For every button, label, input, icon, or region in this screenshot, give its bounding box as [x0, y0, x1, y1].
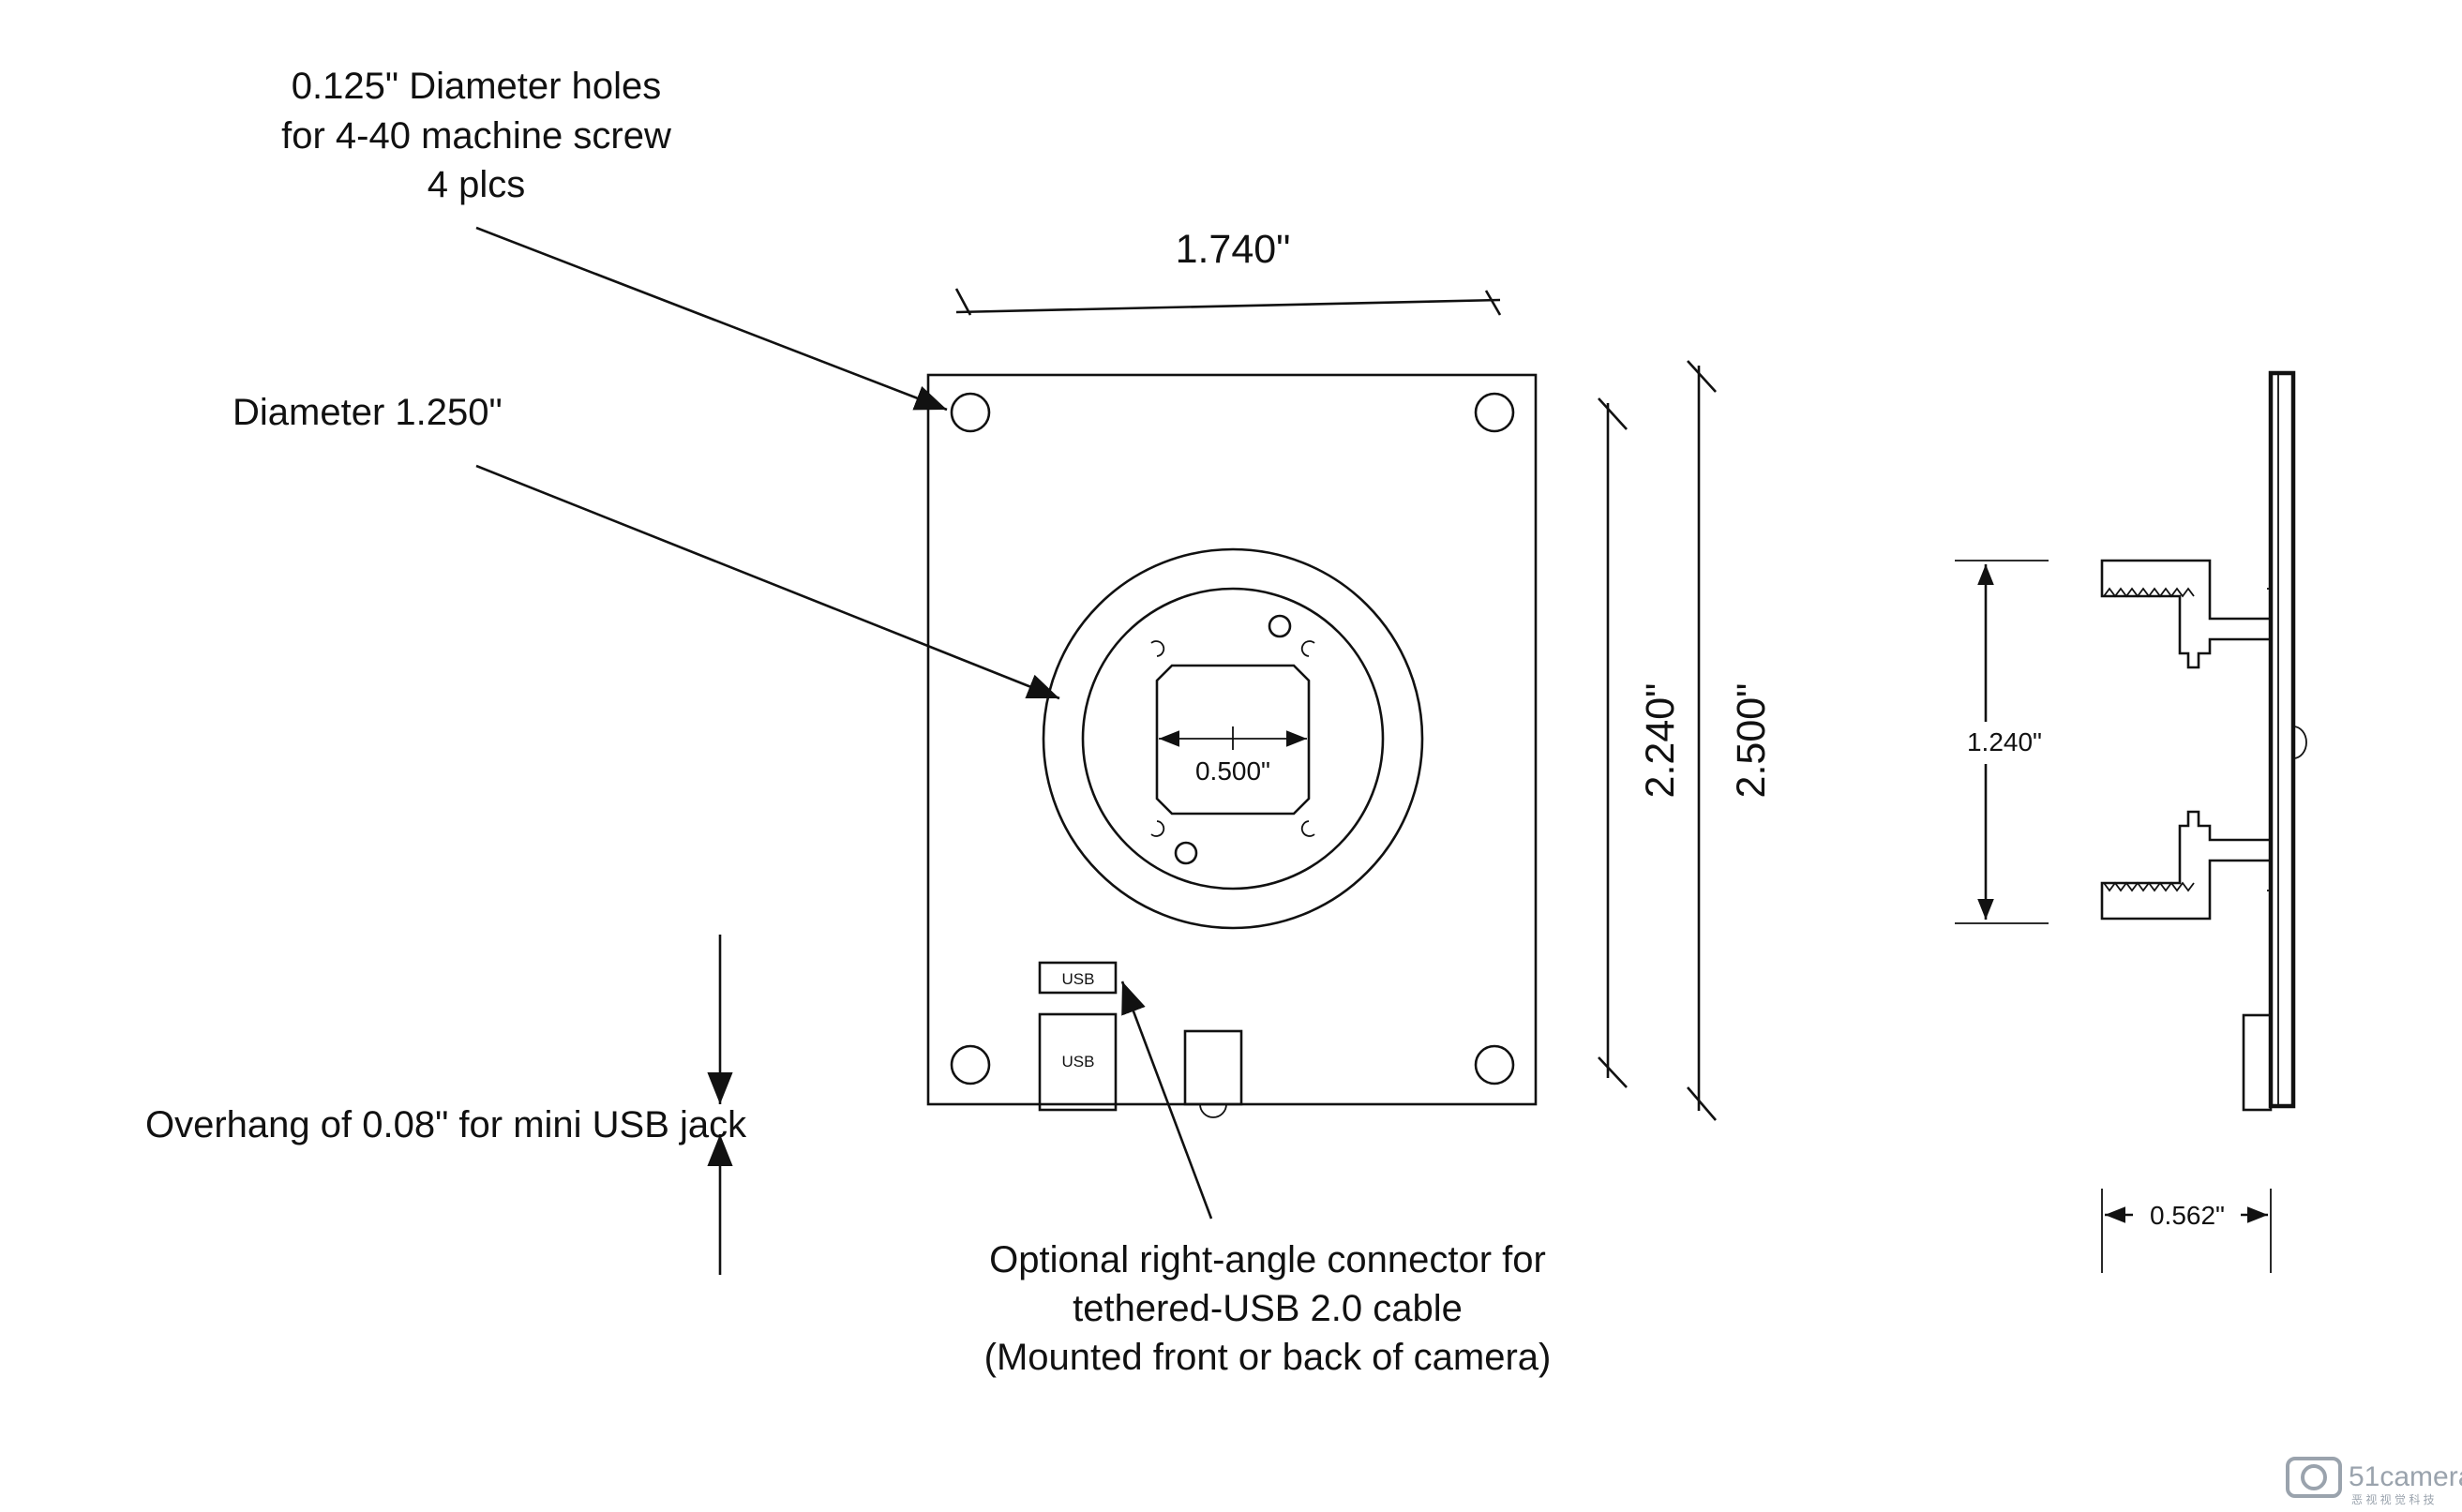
- watermark-brand: 51camera: [2349, 1461, 2462, 1492]
- mounting-hole-top-right: [1474, 392, 1515, 433]
- watermark-sub: 恶 视 视 觉 科 技: [2351, 1492, 2435, 1506]
- right-angle-connector: [1183, 1029, 1243, 1106]
- front-view: 0.500" USB USB: [926, 373, 1538, 1118]
- lens-slot-bottom-left: [1150, 820, 1165, 837]
- connector-note-line3: (Mounted front or back of camera): [984, 1337, 1552, 1378]
- usb-jack-label: USB: [1062, 1053, 1095, 1070]
- callout-overhang: Overhang of 0.08" for mini USB jack: [145, 935, 747, 1275]
- side-usb-jack: [2242, 1013, 2273, 1112]
- lens-screw-hole-bottom: [1174, 841, 1198, 865]
- callout-diameter: Diameter 1.250": [233, 392, 1060, 700]
- depth-dim-label: 0.562": [2150, 1201, 2225, 1230]
- sensor-dim-label: 0.500": [1195, 756, 1270, 786]
- holes-note-line1: 0.125" Diameter holes: [292, 66, 661, 107]
- holes-note-line2: for 4-40 machine screw: [281, 115, 671, 157]
- side-thread-lower: [2103, 881, 2195, 892]
- dimension-depth: 0.562": [2101, 1189, 2272, 1273]
- lens-mount-inner-ring: [1081, 587, 1385, 891]
- usb-jack: [1038, 1012, 1118, 1112]
- mounting-hole-bottom-right: [1474, 1044, 1515, 1085]
- connector-tab: [1199, 1103, 1227, 1118]
- lens-mount-dim-label: 1.240": [1967, 727, 2042, 756]
- board-outline: [926, 373, 1538, 1106]
- connector-note-line1: Optional right-angle connector for: [989, 1239, 1546, 1280]
- dimension-width: 1.740": [954, 227, 1502, 316]
- width-dimension-label: 1.740": [1176, 227, 1291, 272]
- holes-leader-arrow: [475, 226, 948, 412]
- side-mount-lower: [2100, 810, 2273, 921]
- side-mount-upper: [2100, 559, 2273, 669]
- usb-small-label: USB: [1062, 970, 1095, 988]
- dimension-lens-mount: 1.240": [1955, 560, 2049, 924]
- lens-slot-top-left: [1150, 640, 1165, 657]
- height-inner-label: 2.240": [1638, 683, 1683, 799]
- side-bump: [2292, 726, 2307, 759]
- sensor-opening: [1155, 664, 1311, 816]
- lens-slot-bottom-right: [1300, 820, 1315, 837]
- lens-slot-top-right: [1300, 640, 1315, 657]
- overhang-note: Overhang of 0.08" for mini USB jack: [145, 1104, 747, 1145]
- lens-screw-hole-top: [1268, 614, 1292, 638]
- lens-mount-outer-ring: [1042, 547, 1424, 930]
- dimension-height-inner: 2.240": [1598, 397, 1683, 1088]
- diameter-note: Diameter 1.250": [233, 392, 503, 433]
- diameter-leader-arrow: [475, 464, 1060, 700]
- dimension-height-outer: 2.500": [1687, 360, 1774, 1121]
- side-thread-upper: [2103, 587, 2195, 598]
- watermark-logo: 51camera 恶 视 视 觉 科 技: [2286, 1457, 2462, 1506]
- usb-small-label-box: [1038, 961, 1118, 995]
- callout-connector: Optional right-angle connector for tethe…: [984, 981, 1552, 1378]
- mounting-hole-bottom-left: [950, 1044, 991, 1085]
- mounting-hole-top-left: [950, 392, 991, 433]
- connector-note-line2: tethered-USB 2.0 cable: [1073, 1288, 1463, 1329]
- connector-leader-arrow: [1120, 981, 1213, 1220]
- callout-mounting-holes: 0.125" Diameter holes for 4-40 machine s…: [281, 66, 948, 412]
- side-board: [2268, 370, 2296, 1109]
- holes-note-line3: 4 plcs: [428, 164, 526, 205]
- height-outer-label: 2.500": [1729, 683, 1774, 799]
- side-view: [2100, 370, 2307, 1112]
